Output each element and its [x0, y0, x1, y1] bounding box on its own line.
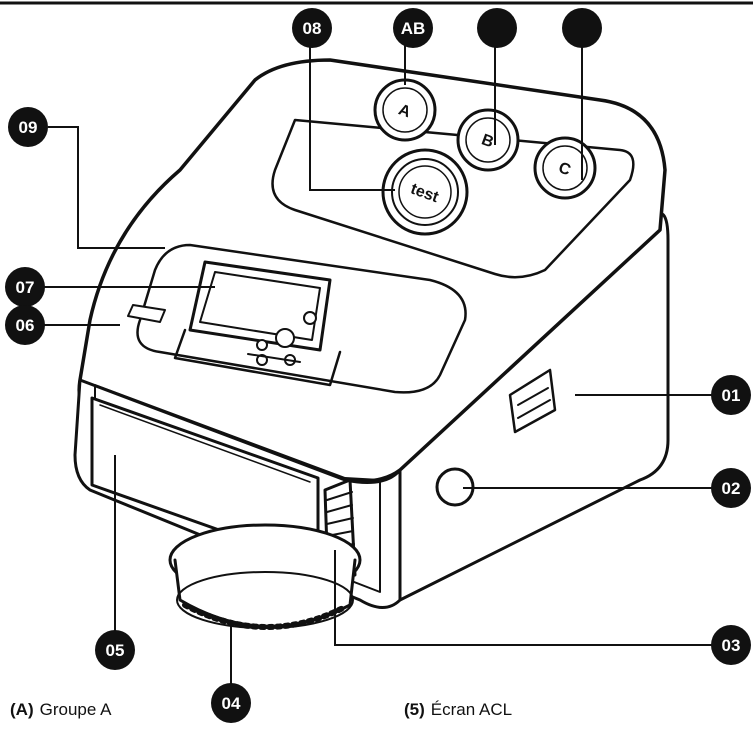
- callout-02: 02: [711, 468, 751, 508]
- button-b: [456, 108, 520, 172]
- svg-text:AB: AB: [401, 19, 426, 38]
- svg-text:03: 03: [722, 636, 741, 655]
- callout-08: 08: [292, 8, 332, 48]
- caption-group-a: (A) Groupe A: [10, 700, 111, 720]
- button-b-label: B: [479, 131, 496, 151]
- callout-07: 07: [5, 267, 45, 307]
- leader-lines: [42, 33, 720, 688]
- status-led: [127, 304, 166, 323]
- svg-text:04: 04: [222, 694, 241, 713]
- mounting-foot: [168, 523, 362, 630]
- trigger-device: [73, 58, 670, 630]
- callout-blank-2: [562, 8, 602, 48]
- callout-05: 05: [95, 630, 135, 670]
- button-c: [533, 136, 597, 200]
- svg-text:06: 06: [16, 316, 35, 335]
- callout-06: 06: [5, 305, 45, 345]
- test-button: [381, 148, 469, 236]
- svg-text:08: 08: [303, 19, 322, 38]
- svg-text:01: 01: [722, 386, 741, 405]
- caption-lcd-text: Écran ACL: [430, 700, 513, 719]
- caption-lcd: (5) Écran ACL: [404, 700, 512, 720]
- callout-04: 04: [211, 683, 251, 723]
- svg-text:02: 02: [722, 479, 741, 498]
- callout-03: 03: [711, 625, 751, 665]
- callout-ab: AB: [393, 8, 433, 48]
- caption-group-a-key: (A): [10, 700, 34, 719]
- svg-text:05: 05: [106, 641, 125, 660]
- svg-text:07: 07: [16, 278, 35, 297]
- svg-text:09: 09: [19, 118, 38, 137]
- callout-blank-1: [477, 8, 517, 48]
- callout-01: 01: [711, 375, 751, 415]
- callout-09: 09: [8, 107, 48, 147]
- caption-group-a-text: Groupe A: [39, 700, 112, 719]
- power-switch: [508, 368, 557, 434]
- caption-lcd-key: (5): [404, 700, 425, 719]
